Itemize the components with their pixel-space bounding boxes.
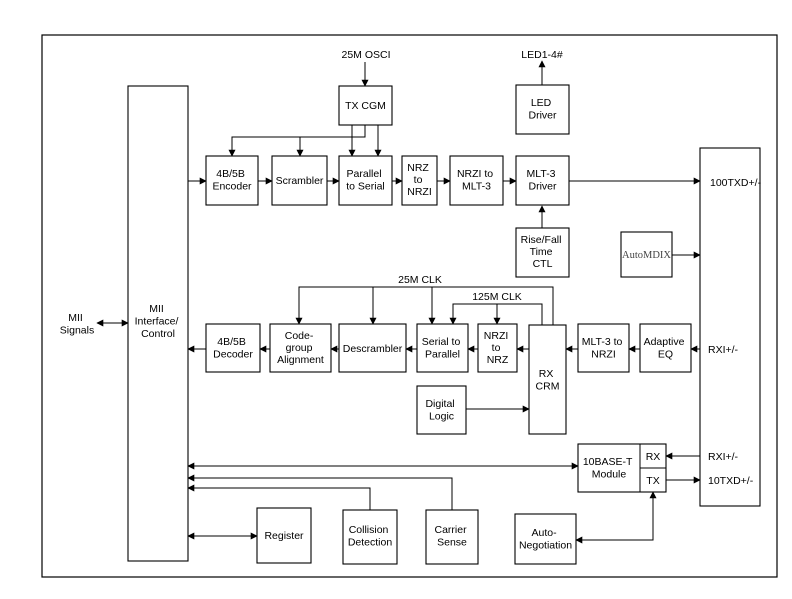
clk25-signal-label: 25M CLK bbox=[398, 274, 442, 286]
tenbase-tx-port-label: TX bbox=[646, 475, 659, 487]
carrier-to-mii bbox=[187, 474, 453, 510]
tenbase-t-module-label: 10BASE-T Module bbox=[583, 456, 635, 481]
nrzi-to-mlt3-label: NRZI to MLT-3 bbox=[457, 168, 496, 193]
rise-fall-time-ctl-label: Rise/Fall Time CTL bbox=[521, 234, 565, 270]
auto-negotiation-block: Auto- Negotiation bbox=[514, 513, 577, 565]
serial-to-parallel-block: Serial to Parallel bbox=[416, 323, 469, 373]
clk25-bus bbox=[295, 286, 554, 325]
rx-crm-block: RX CRM bbox=[528, 324, 567, 435]
nrz-to-nrzi-label: NRZ to NRZI bbox=[407, 162, 432, 198]
outer-frame bbox=[41, 34, 778, 578]
parallel-to-serial-block: Parallel to Serial bbox=[338, 155, 393, 206]
collision-to-mii bbox=[187, 484, 371, 510]
digital-logic-block: Digital Logic bbox=[416, 385, 467, 435]
code-group-alignment-label: Code- group Alignment bbox=[277, 330, 324, 366]
mlt3-driver-label: MLT-3 Driver bbox=[527, 168, 559, 193]
tenbase-rx-port-label: RX bbox=[646, 451, 661, 463]
led-signal-label: LED1-4# bbox=[521, 49, 563, 61]
rxi-upper-signal-label: RXI+/- bbox=[708, 344, 739, 356]
collision-detection-label: Collision Detection bbox=[348, 524, 393, 549]
descrambler-label: Descrambler bbox=[343, 343, 403, 355]
serial-to-parallel-label: Serial to Parallel bbox=[422, 336, 463, 361]
rxi-lower-signal-label: RXI+/- bbox=[708, 451, 739, 463]
encoder-4b5b-block: 4B/5B Encoder bbox=[205, 155, 259, 206]
phy-port-column bbox=[699, 147, 761, 507]
tenbase-t-module-block: 10BASE-T Module RX TX bbox=[577, 443, 667, 493]
scrambler-label: Scrambler bbox=[276, 175, 324, 187]
tx-cgm-label: TX CGM bbox=[345, 100, 386, 112]
carrier-sense-block: Carrier Sense bbox=[425, 509, 479, 565]
led-driver-label: LED Driver bbox=[529, 97, 558, 122]
clk125-signal-label: 125M CLK bbox=[472, 291, 522, 303]
mii-interface-block: MII Interface/ Control bbox=[127, 85, 189, 562]
code-group-alignment-block: Code- group Alignment bbox=[269, 323, 332, 373]
mlt3-to-nrzi-label: MLT-3 to NRZI bbox=[582, 336, 626, 361]
mlt3-driver-block: MLT-3 Driver bbox=[515, 155, 570, 206]
automdix-label: AutoMDIX bbox=[622, 250, 671, 261]
descrambler-block: Descrambler bbox=[338, 323, 407, 373]
mlt3-to-nrzi-block: MLT-3 to NRZI bbox=[577, 323, 630, 373]
register-label: Register bbox=[264, 530, 304, 542]
automdix-block: AutoMDIX bbox=[620, 231, 673, 278]
rx-crm-label: RX CRM bbox=[536, 368, 560, 393]
scrambler-block: Scrambler bbox=[271, 155, 328, 206]
nrzi-to-nrz-block: NRZI to NRZ bbox=[477, 323, 518, 373]
decoder-4b5b-block: 4B/5B Decoder bbox=[205, 323, 261, 373]
led-driver-block: LED Driver bbox=[515, 84, 570, 135]
adaptive-eq-block: Adaptive EQ bbox=[639, 323, 692, 373]
txcgm-clock-bus bbox=[228, 125, 366, 157]
nrzi-to-mlt3-block: NRZI to MLT-3 bbox=[449, 155, 504, 206]
autoneg-to-10baset-arrow bbox=[575, 491, 657, 544]
txd10-signal-label: 10TXD+/- bbox=[708, 475, 754, 487]
tx-cgm-block: TX CGM bbox=[338, 85, 393, 126]
decoder-4b5b-label: 4B/5B Decoder bbox=[213, 336, 253, 361]
carrier-sense-label: Carrier Sense bbox=[434, 524, 469, 549]
mii-interface-label: MII Interface/ Control bbox=[135, 303, 182, 340]
adaptive-eq-label: Adaptive EQ bbox=[644, 336, 688, 361]
parallel-to-serial-label: Parallel to Serial bbox=[346, 168, 385, 193]
collision-detection-block: Collision Detection bbox=[342, 509, 398, 565]
mii-signals-label: MII Signals bbox=[60, 312, 94, 337]
digital-logic-label: Digital Logic bbox=[425, 398, 457, 423]
auto-negotiation-label: Auto- Negotiation bbox=[519, 527, 572, 552]
txd100-signal-label: 100TXD+/- bbox=[710, 177, 762, 189]
encoder-4b5b-label: 4B/5B Encoder bbox=[212, 168, 252, 193]
nrz-to-nrzi-block: NRZ to NRZI bbox=[401, 155, 438, 206]
osc-signal-label: 25M OSCI bbox=[341, 49, 390, 61]
rise-fall-time-ctl-block: Rise/Fall Time CTL bbox=[515, 227, 570, 278]
nrzi-to-nrz-label: NRZI to NRZ bbox=[484, 330, 511, 366]
register-block: Register bbox=[256, 507, 312, 564]
